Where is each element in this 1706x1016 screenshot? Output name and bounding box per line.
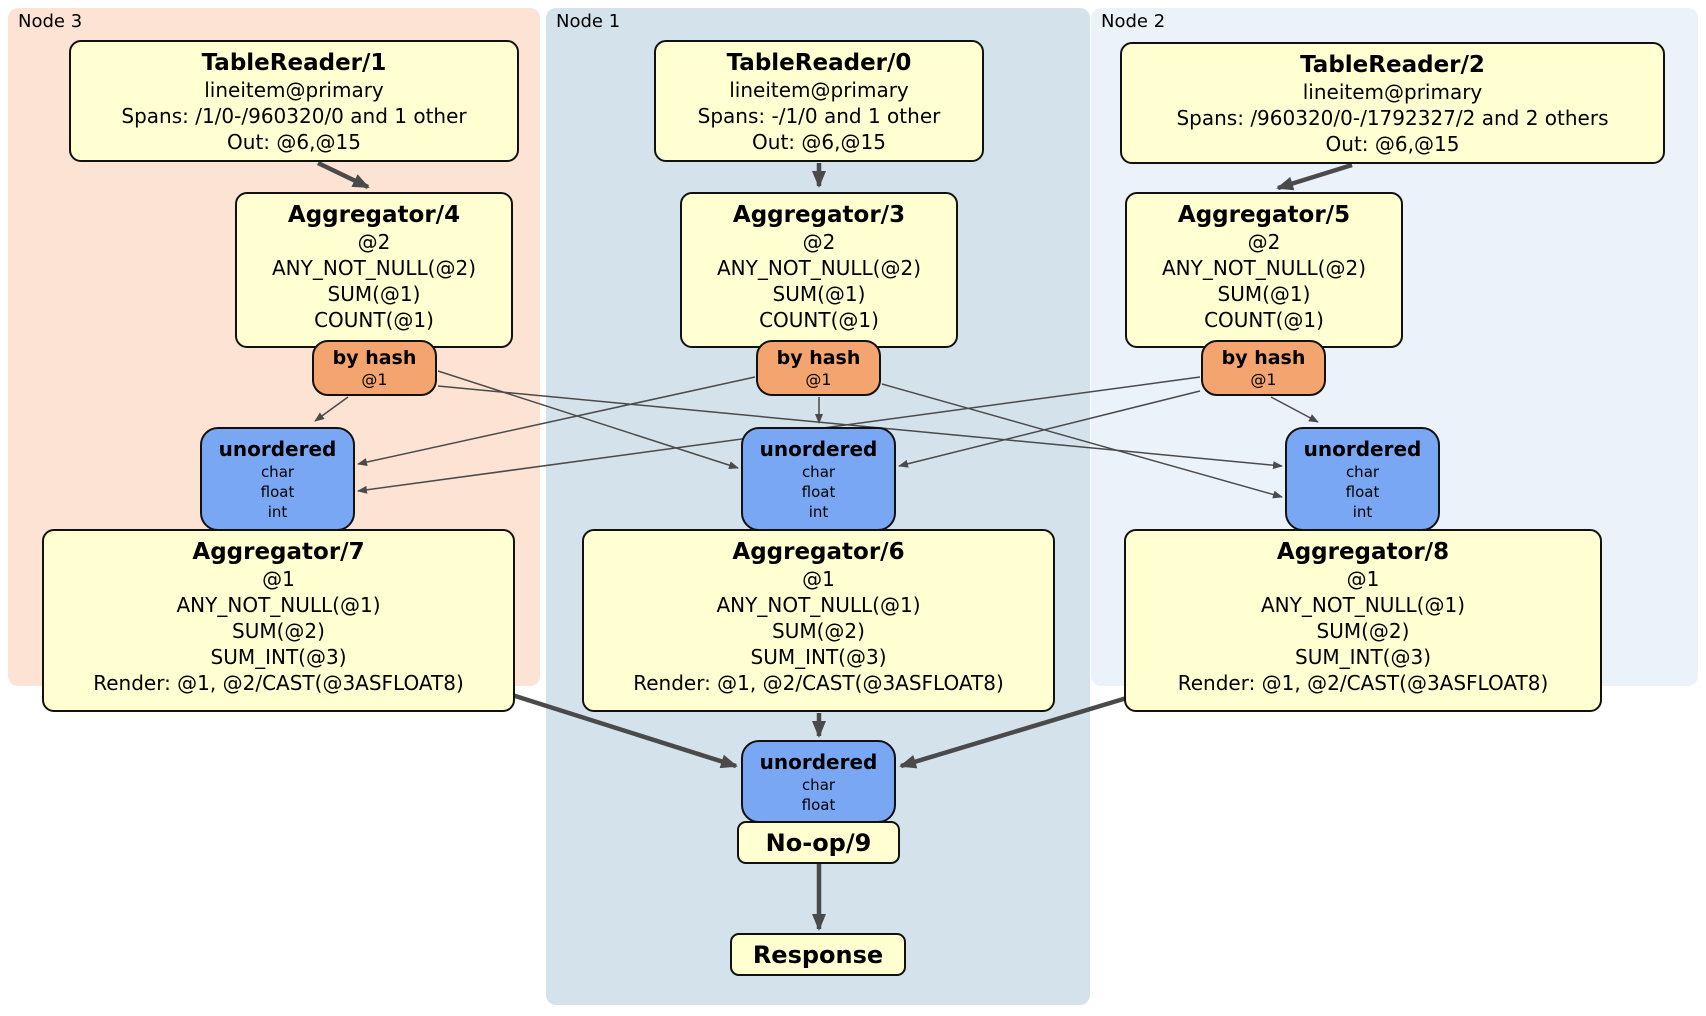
box-line: lineitem@primary (729, 78, 909, 102)
box-line: Out: @6,@15 (1325, 132, 1460, 156)
sync-label: unordered (759, 437, 878, 461)
box-line: Spans: -/1/0 and 1 other (697, 104, 941, 128)
box-line: lineitem@primary (204, 78, 384, 102)
aggregator-5-box: Aggregator/5 @2 ANY_NOT_NULL(@2) SUM(@1)… (1125, 192, 1403, 348)
box-line: COUNT(@1) (1204, 308, 1324, 332)
box-line: Render: @1, @2/CAST(@3ASFLOAT8) (633, 671, 1004, 695)
sync-type: float (260, 483, 295, 501)
box-line: SUM(@2) (772, 619, 865, 643)
box-line: ANY_NOT_NULL(@2) (272, 256, 476, 280)
box-line: Render: @1, @2/CAST(@3ASFLOAT8) (1177, 671, 1549, 695)
box-line: SUM_INT(@3) (1295, 645, 1431, 669)
hash-router-center: by hash @1 (756, 340, 881, 396)
sync-type: char (801, 463, 836, 481)
box-line: COUNT(@1) (759, 308, 879, 332)
box-line: lineitem@primary (1302, 80, 1483, 104)
box-line: ANY_NOT_NULL(@2) (1162, 256, 1366, 280)
hash-router-left: by hash @1 (312, 340, 437, 396)
node3-label: Node 3 (18, 11, 83, 32)
router-key: @1 (361, 370, 388, 389)
node1-label: Node 1 (556, 11, 621, 32)
box-line: SUM(@1) (772, 282, 866, 306)
box-line: Render: @1, @2/CAST(@3ASFLOAT8) (93, 671, 464, 695)
node2-label: Node 2 (1101, 11, 1166, 32)
box-line: ANY_NOT_NULL(@1) (716, 593, 921, 617)
box-line: SUM(@2) (1316, 619, 1410, 643)
box-title: No-op/9 (765, 828, 872, 857)
box-line: @2 (1247, 230, 1281, 254)
unordered-sync-right: unordered char float int (1285, 427, 1440, 531)
noop-9-box: No-op/9 (737, 821, 900, 864)
box-line: Spans: /1/0-/960320/0 and 1 other (121, 104, 467, 128)
sync-label: unordered (1303, 437, 1422, 461)
box-title: TableReader/0 (726, 50, 912, 76)
box-title: Aggregator/6 (732, 539, 905, 565)
box-line: ANY_NOT_NULL(@2) (717, 256, 921, 280)
box-line: SUM(@1) (327, 282, 421, 306)
box-line: COUNT(@1) (314, 308, 434, 332)
hash-router-right: by hash @1 (1201, 340, 1326, 396)
sync-type: char (1345, 463, 1380, 481)
response-box: Response (730, 933, 906, 976)
box-line: @2 (357, 230, 391, 254)
unordered-sync-final: unordered char float (741, 740, 896, 823)
box-line: @1 (802, 567, 835, 591)
router-label: by hash (776, 347, 861, 369)
table-reader-1-box: TableReader/1 lineitem@primary Spans: /1… (69, 40, 519, 162)
box-line: Spans: /960320/0-/1792327/2 and 2 others (1176, 106, 1609, 130)
sync-label: unordered (759, 750, 878, 774)
box-title: Aggregator/8 (1276, 539, 1450, 565)
aggregator-7-box: Aggregator/7 @1 ANY_NOT_NULL(@1) SUM(@2)… (42, 529, 515, 712)
sync-type: int (267, 503, 288, 521)
aggregator-6-box: Aggregator/6 @1 ANY_NOT_NULL(@1) SUM(@2)… (582, 529, 1055, 712)
box-line: ANY_NOT_NULL(@1) (176, 593, 381, 617)
box-line: ANY_NOT_NULL(@1) (1261, 593, 1465, 617)
aggregator-8-box: Aggregator/8 @1 ANY_NOT_NULL(@1) SUM(@2)… (1124, 529, 1602, 712)
router-label: by hash (332, 347, 417, 369)
sync-type: char (801, 776, 836, 794)
box-line: SUM_INT(@3) (750, 645, 887, 669)
unordered-sync-center: unordered char float int (741, 427, 896, 531)
aggregator-4-box: Aggregator/4 @2 ANY_NOT_NULL(@2) SUM(@1)… (235, 192, 513, 348)
sync-type: float (801, 796, 836, 814)
box-line: @1 (1346, 567, 1380, 591)
sync-type: int (808, 503, 829, 521)
box-title: Aggregator/5 (1177, 202, 1351, 228)
router-key: @1 (1250, 370, 1277, 389)
box-title: TableReader/1 (201, 50, 387, 76)
box-line: SUM(@2) (232, 619, 325, 643)
box-title: Aggregator/4 (287, 202, 461, 228)
sync-type: char (260, 463, 295, 481)
sync-type: float (1345, 483, 1380, 501)
box-line: SUM(@1) (1217, 282, 1311, 306)
sync-type: int (1352, 503, 1373, 521)
sync-label: unordered (218, 437, 337, 461)
box-line: Out: @6,@15 (752, 130, 886, 154)
router-key: @1 (805, 370, 832, 389)
box-title: Aggregator/7 (192, 539, 365, 565)
box-title: TableReader/2 (1300, 52, 1485, 78)
aggregator-3-box: Aggregator/3 @2 ANY_NOT_NULL(@2) SUM(@1)… (680, 192, 958, 348)
box-line: @2 (802, 230, 836, 254)
box-line: Out: @6,@15 (227, 130, 361, 154)
box-title: Response (752, 940, 884, 969)
table-reader-0-box: TableReader/0 lineitem@primary Spans: -/… (654, 40, 984, 162)
box-line: SUM_INT(@3) (210, 645, 347, 669)
router-label: by hash (1221, 347, 1306, 369)
unordered-sync-left: unordered char float int (200, 427, 355, 531)
box-line: @1 (262, 567, 295, 591)
table-reader-2-box: TableReader/2 lineitem@primary Spans: /9… (1120, 42, 1665, 164)
sync-type: float (801, 483, 836, 501)
box-title: Aggregator/3 (732, 202, 906, 228)
